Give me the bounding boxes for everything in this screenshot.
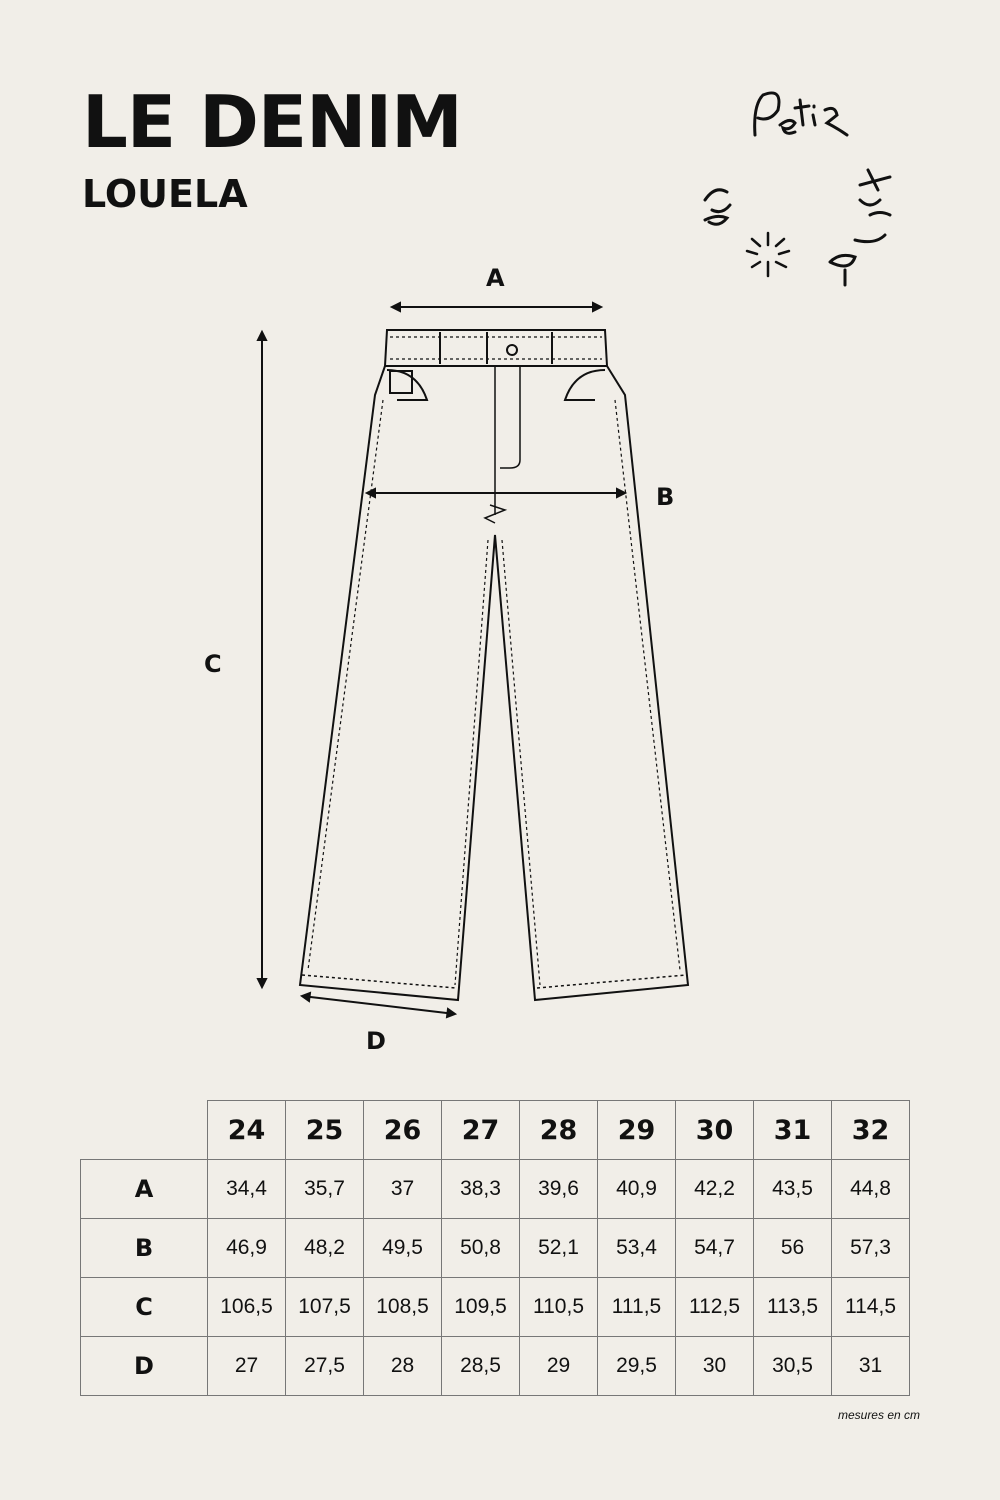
- label-c: C: [204, 650, 222, 678]
- measurement-cell: 37: [363, 1159, 442, 1219]
- measurement-cell: 28: [363, 1336, 442, 1396]
- size-header: 28: [519, 1100, 598, 1160]
- row-label: A: [80, 1159, 208, 1219]
- units-note: mesures en cm: [837, 1408, 920, 1422]
- row-label: C: [80, 1277, 208, 1337]
- row-label: B: [80, 1218, 208, 1278]
- size-header: 30: [675, 1100, 754, 1160]
- measurement-cell: 35,7: [285, 1159, 364, 1219]
- product-name: LOUELA: [82, 172, 248, 216]
- measurement-cell: 46,9: [207, 1218, 286, 1278]
- measurement-cell: 40,9: [597, 1159, 676, 1219]
- measurement-cell: 30,5: [753, 1336, 832, 1396]
- measurement-cell: 54,7: [675, 1218, 754, 1278]
- measurement-cell: 29,5: [597, 1336, 676, 1396]
- measurement-cell: 57,3: [831, 1218, 910, 1278]
- measurement-cell: 39,6: [519, 1159, 598, 1219]
- measurement-cell: 48,2: [285, 1218, 364, 1278]
- row-label: D: [80, 1336, 208, 1396]
- size-header-row: 24 25 26 27 28 29 30 31 32: [80, 1100, 910, 1160]
- measurement-cell: 111,5: [597, 1277, 676, 1337]
- size-header: 27: [441, 1100, 520, 1160]
- size-header: 24: [207, 1100, 286, 1160]
- measurement-cell: 56: [753, 1218, 832, 1278]
- measurement-cell: 52,1: [519, 1218, 598, 1278]
- jeans-illustration: [298, 329, 690, 1002]
- measurement-cell: 27,5: [285, 1336, 364, 1396]
- measurement-cell: 30: [675, 1336, 754, 1396]
- measurement-cell: 106,5: [207, 1277, 286, 1337]
- label-b: B: [656, 483, 675, 511]
- measurement-cell: 112,5: [675, 1277, 754, 1337]
- measurement-cell: 107,5: [285, 1277, 364, 1337]
- measurement-cell: 113,5: [753, 1277, 832, 1337]
- measurement-arrows: [256, 301, 628, 1019]
- brand-logo: [703, 91, 892, 287]
- empty-corner-cell: [80, 1100, 208, 1160]
- sparkle-icon: [745, 231, 791, 278]
- page-title: LE DENIM: [82, 80, 463, 164]
- measurement-cell: 49,5: [363, 1218, 442, 1278]
- measurement-cell: 53,4: [597, 1218, 676, 1278]
- size-header: 26: [363, 1100, 442, 1160]
- logo-and-diagram: [256, 91, 892, 1019]
- measurement-cell: 114,5: [831, 1277, 910, 1337]
- size-header: 29: [597, 1100, 676, 1160]
- label-a: A: [486, 264, 505, 292]
- measurement-cell: 31: [831, 1336, 910, 1396]
- measurement-cell: 28,5: [441, 1336, 520, 1396]
- measurement-cell: 42,2: [675, 1159, 754, 1219]
- label-d: D: [366, 1027, 386, 1055]
- measurement-cell: 110,5: [519, 1277, 598, 1337]
- size-header: 32: [831, 1100, 910, 1160]
- size-header: 31: [753, 1100, 832, 1160]
- measurement-cell: 44,8: [831, 1159, 910, 1219]
- size-header: 25: [285, 1100, 364, 1160]
- measurement-cell: 29: [519, 1336, 598, 1396]
- measurement-cell: 50,8: [441, 1218, 520, 1278]
- measurement-cell: 38,3: [441, 1159, 520, 1219]
- measurement-cell: 109,5: [441, 1277, 520, 1337]
- measurement-cell: 27: [207, 1336, 286, 1396]
- measurement-cell: 34,4: [207, 1159, 286, 1219]
- measurement-cell: 108,5: [363, 1277, 442, 1337]
- measurement-cell: 43,5: [753, 1159, 832, 1219]
